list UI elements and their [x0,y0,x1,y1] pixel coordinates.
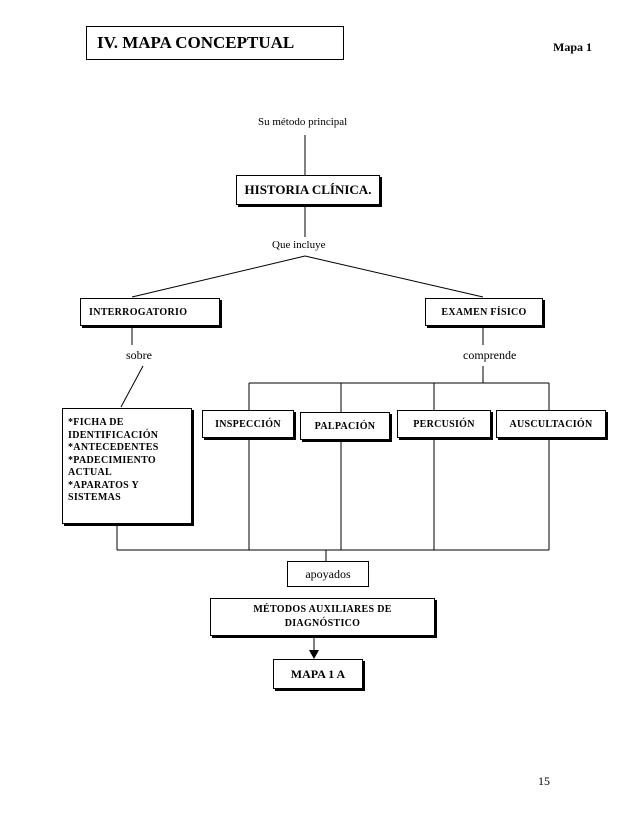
link-label-includes: Que incluye [272,239,326,251]
item-line: *ANTECEDENTES [68,442,159,453]
node-next-map: MAPA 1 A [273,659,363,689]
node-percusion-text: PERCUSIÓN [413,418,475,430]
node-metodos-auxiliares-text: MÉTODOS AUXILIARES DE DIAGNÓSTICO [253,604,392,629]
node-examen-fisico-text: EXAMEN FÍSICO [441,306,527,318]
node-percusion: PERCUSIÓN [397,410,491,438]
root-node-historia-clinica: HISTORIA CLÍNICA. [236,175,380,205]
node-examen-fisico: EXAMEN FÍSICO [425,298,543,326]
root-node-text: HISTORIA CLÍNICA. [244,182,372,197]
node-metodos-auxiliares: MÉTODOS AUXILIARES DE DIAGNÓSTICO [210,598,435,636]
item-line: *FICHA DE [68,417,124,428]
item-line: ACTUAL [68,467,113,478]
node-interrogatorio: INTERROGATORIO [80,298,220,326]
page-number: 15 [538,774,550,788]
node-inspeccion-text: INSPECCIÓN [215,418,281,430]
node-interrogatorio-text: INTERROGATORIO [89,306,188,318]
item-line: IDENTIFICACIÓN [68,429,159,441]
node-inspeccion: INSPECCIÓN [202,410,294,438]
page-title-text: IV. MAPA CONCEPTUAL [97,33,295,52]
map-label: Mapa 1 [553,40,592,54]
link-label-comprises: comprende [463,348,517,362]
node-auscultacion-text: AUSCULTACIÓN [509,418,593,430]
node-auscultacion: AUSCULTACIÓN [496,410,606,438]
item-line: *PADECIMIENTO [68,454,156,466]
link-label-about: sobre [126,348,152,362]
item-line: *APARATOS Y [68,479,139,491]
node-palpacion: PALPACIÓN [300,412,390,440]
link-label-supported: apoyados [287,561,369,587]
item-line: SISTEMAS [68,492,121,503]
node-next-map-text: MAPA 1 A [290,666,346,681]
link-label-supported-text: apoyados [305,566,351,581]
node-interrogatorio-items: *FICHA DE IDENTIFICACIÓN *ANTECEDENTES *… [62,408,192,524]
page-title: IV. MAPA CONCEPTUAL [86,26,344,60]
node-palpacion-text: PALPACIÓN [314,420,376,432]
link-label-main-method: Su método principal [258,116,348,128]
